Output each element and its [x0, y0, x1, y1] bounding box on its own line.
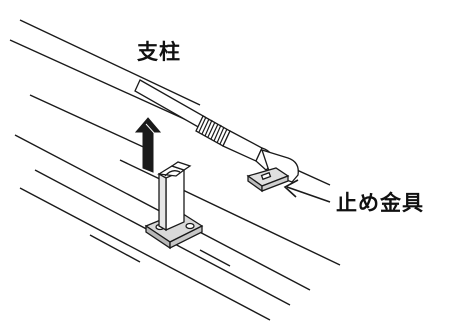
rail-line: [29, 94, 151, 151]
up-arrow-icon: [134, 117, 162, 173]
rail-line: [119, 159, 341, 266]
pole-label: 支柱: [137, 40, 181, 64]
floor-bracket: [144, 161, 204, 250]
stop-fitting: [246, 149, 299, 193]
knurled-collar: [195, 115, 231, 147]
rail-line: [19, 19, 201, 106]
rail-line: [89, 234, 141, 263]
rail-line: [199, 249, 231, 267]
stop-fitting-label: 止め金具: [336, 191, 424, 215]
pole: [134, 79, 274, 171]
pointer-arrow-icon: [283, 179, 331, 203]
rail-line: [19, 187, 271, 321]
